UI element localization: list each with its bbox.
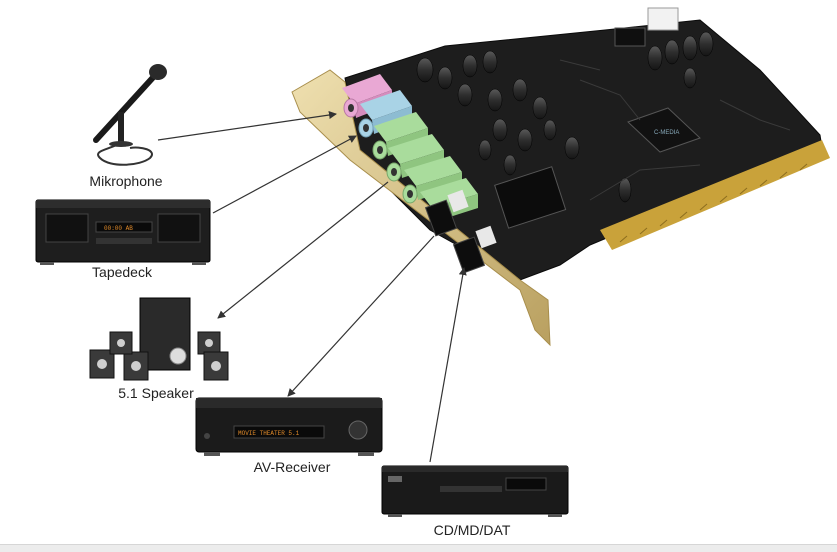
pin-header: [494, 166, 567, 229]
connection-arrows: [157, 111, 467, 463]
arrow-mic: [157, 111, 337, 141]
arrow-tape: [212, 135, 357, 214]
sound-card: C-MEDIA: [291, 7, 830, 347]
gold-edge-connector: [600, 140, 830, 250]
optical-port-2: [452, 225, 497, 274]
white-header: [647, 7, 679, 31]
arrow-speaker: [217, 181, 389, 319]
label-av-receiver: AV-Receiver: [253, 459, 331, 475]
microphone: [93, 64, 167, 166]
label-speaker: 5.1 Speaker: [118, 385, 194, 401]
audio-chip: [627, 107, 701, 153]
arrow-receiver: [287, 235, 435, 397]
bottom-divider: [0, 544, 837, 552]
optical-port-1: [424, 189, 469, 237]
speaker-set: [89, 297, 229, 381]
capacitors: [416, 31, 714, 203]
label-mikrophone: Mikrophone: [89, 173, 163, 189]
label-tapedeck: Tapedeck: [92, 264, 152, 280]
cd-player: [381, 465, 569, 517]
svg-text:MOVIE THEATER 5.1: MOVIE THEATER 5.1: [238, 430, 300, 437]
arrow-cd: [429, 267, 467, 463]
label-cd-md-dat: CD/MD/DAT: [433, 522, 511, 538]
av-receiver: MOVIE THEATER 5.1: [195, 397, 383, 456]
svg-text:00:00 AB: 00:00 AB: [104, 225, 133, 232]
svg-text:C-MEDIA: C-MEDIA: [654, 130, 679, 136]
tapedeck: 00:00 AB: [35, 199, 211, 265]
